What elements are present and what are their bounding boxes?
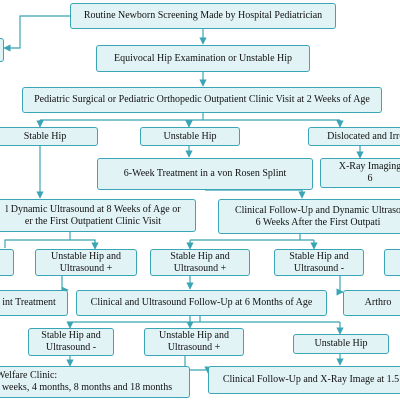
- node-stable-hip-us-minus-right: Stable Hip and Ultrasound -: [274, 249, 364, 276]
- node-stable-hip-top: Stable Hip: [0, 127, 98, 146]
- arrow-to-splint: [61, 275, 69, 294]
- node-clinic-visit-2-weeks: Pediatric Surgical or Pediatric Orthoped…: [22, 87, 382, 113]
- arrow-followup-branches: [190, 234, 314, 241]
- node-followup-xray-1-5: Clinical Follow-Up and X-Ray Image at 1.…: [208, 366, 400, 394]
- node-left-edge-box: [0, 249, 14, 276]
- node-left-offscreen: [0, 38, 4, 62]
- node-dislocated-irreducible: Dislocated and Irred: [308, 127, 400, 146]
- node-routine-newborn-screening: Routine Newborn Screening Made by Hospit…: [70, 3, 336, 29]
- node-xray-imaging: X-Ray Imaging 6: [320, 158, 400, 188]
- arrow-6mo-branches: [70, 316, 340, 323]
- node-followup-dynamic-ultrasound: Clinical Follow-Up and Dynamic Ultraso 6…: [218, 199, 400, 234]
- arrow-to-arthro: [336, 276, 344, 296]
- arrow-screening-to-left: [3, 15, 70, 52]
- arrow-vonrosen-to-followup: [205, 189, 306, 199]
- node-right-edge-box: [384, 249, 400, 276]
- node-unstable-hip-top: Unstable Hip: [140, 127, 240, 146]
- arrow-dynus-branches: [4, 232, 96, 248]
- node-followup-6-months: Clinical and Ultrasound Follow-Up at 6 M…: [76, 290, 327, 316]
- node-arthrography: Arthro: [343, 290, 400, 316]
- node-unstable-hip-us-plus-left: Unstable Hip and Ultrasound +: [35, 249, 137, 276]
- node-stable-hip-us-minus-low: Stable Hip and Ultrasound -: [28, 328, 114, 356]
- node-splint-treatment: int Treatment: [0, 290, 68, 316]
- node-unstable-hip-us-plus-low: Unstable Hip and Ultrasound +: [144, 328, 244, 356]
- arrow-clinic-branches: [39, 113, 341, 126]
- node-stable-hip-us-plus: Stable Hip and Ultrasound +: [150, 249, 250, 276]
- node-welfare-clinic: l Welfare Clinic: -6 weeks, 4 months, 8 …: [0, 366, 190, 398]
- node-equivocal-hip: Equivocal Hip Examination or Unstable Hi…: [96, 45, 310, 72]
- node-unstable-hip-low: Unstable Hip: [293, 334, 389, 354]
- node-von-rosen-splint: 6-Week Treatment in a von Rosen Splint: [97, 158, 313, 190]
- node-dynamic-ultrasound-8-weeks: l Dynamic Ultrasound at 8 Weeks of Age o…: [0, 199, 196, 232]
